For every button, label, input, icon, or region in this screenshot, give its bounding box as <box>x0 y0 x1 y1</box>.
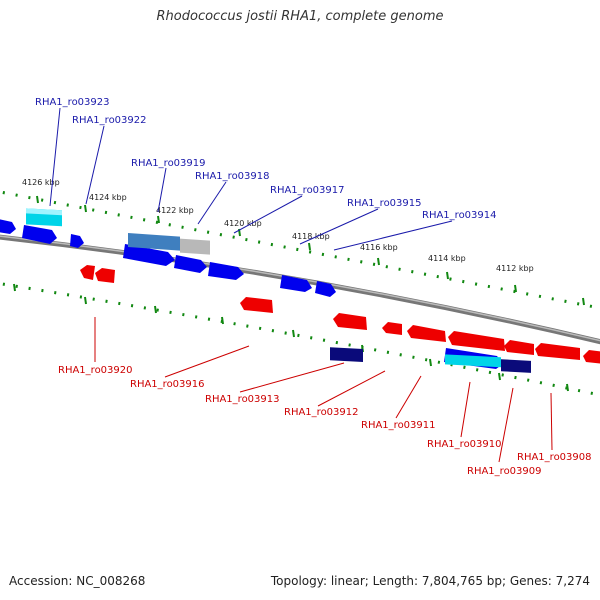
gene-arrow <box>315 281 336 297</box>
tick-mark <box>292 329 295 338</box>
tick-mark <box>514 284 517 293</box>
gene-label[interactable]: RHA1_ro03920 <box>58 365 133 376</box>
gene-arrow <box>504 340 534 355</box>
gene-arrow <box>22 225 57 244</box>
leader-line <box>317 370 386 407</box>
leader-line <box>233 195 303 234</box>
topology-text: Topology: linear; Length: 7,804,765 bp; … <box>270 574 590 588</box>
gene-highlight <box>445 354 501 368</box>
gene-arrow <box>95 268 115 283</box>
gene-box <box>330 347 363 363</box>
gene-arrow <box>448 331 505 351</box>
plus-leader-lines <box>49 107 453 251</box>
leader-line <box>299 208 379 245</box>
tick-mark <box>84 296 87 305</box>
gene-label[interactable]: RHA1_ro03913 <box>205 394 280 405</box>
gene-arrow <box>0 219 16 234</box>
gene-arrow <box>407 325 446 342</box>
highlighted-genes <box>26 208 501 368</box>
dark-genes <box>330 347 531 373</box>
tick-label: 4116 kbp <box>360 243 398 252</box>
gene-arrow <box>535 343 580 360</box>
minus-leader-lines <box>94 317 553 463</box>
tick-label: 4114 kbp <box>428 254 466 263</box>
gene-label[interactable]: RHA1_ro03915 <box>347 198 422 209</box>
gene-arrow <box>382 322 402 335</box>
tick-mark <box>582 297 585 306</box>
minus-gene-labels: RHA1_ro03920 RHA1_ro03916 RHA1_ro03913 R… <box>58 365 592 477</box>
gene-label[interactable]: RHA1_ro03917 <box>270 185 345 196</box>
tick-mark <box>446 271 449 280</box>
leader-line <box>49 107 61 207</box>
tick-label: 4118 kbp <box>292 232 330 241</box>
accession-text: Accession: NC_008268 <box>9 574 146 588</box>
gene-arrow <box>70 234 84 248</box>
leader-line <box>395 375 422 419</box>
leader-line <box>197 181 227 225</box>
gene-label[interactable]: RHA1_ro03912 <box>284 407 359 418</box>
leader-line <box>85 125 105 205</box>
upper-track-guide <box>0 190 600 310</box>
leader-line <box>550 392 553 451</box>
gene-label[interactable]: RHA1_ro03910 <box>427 439 502 450</box>
tick-mark <box>377 257 380 266</box>
gene-label[interactable]: RHA1_ro03914 <box>422 210 497 221</box>
gene-label[interactable]: RHA1_ro03909 <box>467 466 542 477</box>
gene-arrow <box>583 350 600 364</box>
genome-title: Rhodococcus jostii RHA1, complete genome <box>156 9 444 24</box>
plus-gene-labels: RHA1_ro03923 RHA1_ro03922 RHA1_ro03919 R… <box>35 97 497 221</box>
leader-line <box>333 220 453 251</box>
gene-arrow <box>80 265 95 280</box>
gene-arrow <box>208 262 244 280</box>
gene-arrow <box>123 244 175 266</box>
gene-highlight-tail <box>180 238 210 255</box>
gene-label[interactable]: RHA1_ro03916 <box>130 379 205 390</box>
tick-mark <box>36 195 39 204</box>
leader-line <box>460 381 471 438</box>
tick-mark <box>566 383 569 392</box>
minus-strand-genes <box>80 265 600 364</box>
tick-label: 4120 kbp <box>224 219 262 228</box>
tick-mark <box>13 283 16 292</box>
gene-label[interactable]: RHA1_ro03908 <box>517 452 592 463</box>
tick-mark <box>157 215 160 224</box>
tick-mark <box>498 372 501 381</box>
tick-label: 4126 kbp <box>22 178 60 187</box>
leader-line <box>498 387 514 463</box>
gene-label[interactable]: RHA1_ro03923 <box>35 97 110 108</box>
tick-mark <box>154 305 157 314</box>
plus-strand-genes <box>0 219 503 369</box>
tick-mark <box>84 204 87 213</box>
tick-label: 4124 kbp <box>89 193 127 202</box>
gene-label[interactable]: RHA1_ro03919 <box>131 158 206 169</box>
leader-line <box>239 362 345 393</box>
leader-line <box>164 345 250 378</box>
tick-label: 4112 kbp <box>496 264 534 273</box>
leader-line <box>157 167 167 213</box>
gene-arrow <box>174 255 207 273</box>
gene-label[interactable]: RHA1_ro03918 <box>195 171 270 182</box>
tick-label: 4122 kbp <box>156 206 194 215</box>
tick-mark <box>429 358 432 367</box>
gene-highlight <box>128 232 180 251</box>
gene-arrow <box>240 297 273 313</box>
tick-labels: 4126 kbp 4124 kbp 4122 kbp 4120 kbp 4118… <box>22 178 534 273</box>
gene-box <box>501 359 531 373</box>
lower-track-guide <box>0 282 600 397</box>
gene-label[interactable]: RHA1_ro03922 <box>72 115 147 126</box>
gene-arrow <box>333 313 367 330</box>
gene-arrow <box>280 275 312 292</box>
tick-mark <box>308 242 311 251</box>
tick-mark <box>221 316 224 325</box>
gene-label[interactable]: RHA1_ro03911 <box>361 420 436 431</box>
